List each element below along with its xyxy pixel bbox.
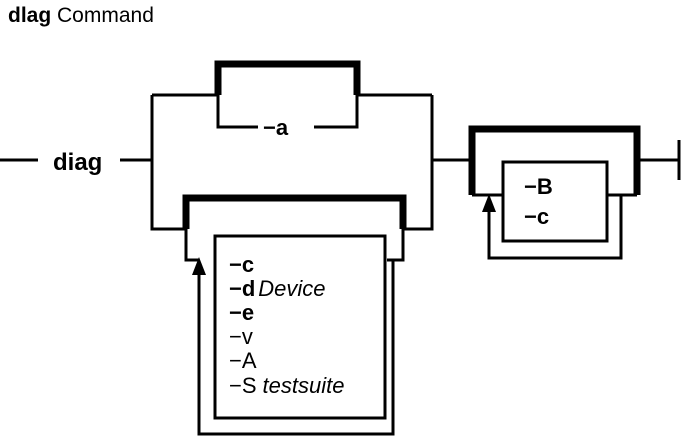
title-command: dlag [8, 4, 51, 27]
main-group-right-rail [403, 95, 434, 231]
right-group-bracket [468, 125, 641, 195]
option-S-arg: testsuite [263, 373, 345, 398]
option-d-arg: Device [258, 276, 325, 301]
lower-right-entry [387, 229, 405, 262]
option-right-c: −c [524, 204, 549, 229]
right-options-box [501, 160, 609, 243]
main-group-top-bar [182, 194, 407, 229]
right-repeat-arrow-icon [482, 194, 496, 212]
main-group-left-rail [150, 95, 186, 231]
option-a-label: −a [263, 115, 289, 140]
optional-a-right-path [314, 95, 359, 129]
repeat-loop-path [197, 260, 395, 436]
lower-left-entry [184, 229, 199, 262]
optional-a-left-path [216, 95, 258, 129]
option-v: −v [229, 324, 253, 349]
optional-a-bracket [214, 60, 361, 95]
option-A: −A [229, 348, 257, 373]
option-d: −d [229, 276, 255, 301]
command-name: diag [53, 149, 102, 176]
right-repeat-loop [487, 195, 623, 260]
diagram-title: dlag Command [8, 4, 154, 27]
option-c: −c [229, 252, 254, 277]
title-suffix: Command [57, 4, 154, 27]
option-B: −B [524, 174, 553, 199]
repeat-arrow-icon [192, 257, 206, 275]
options-box [213, 234, 387, 420]
option-e: −e [229, 300, 254, 325]
option-S: −S [229, 373, 257, 398]
